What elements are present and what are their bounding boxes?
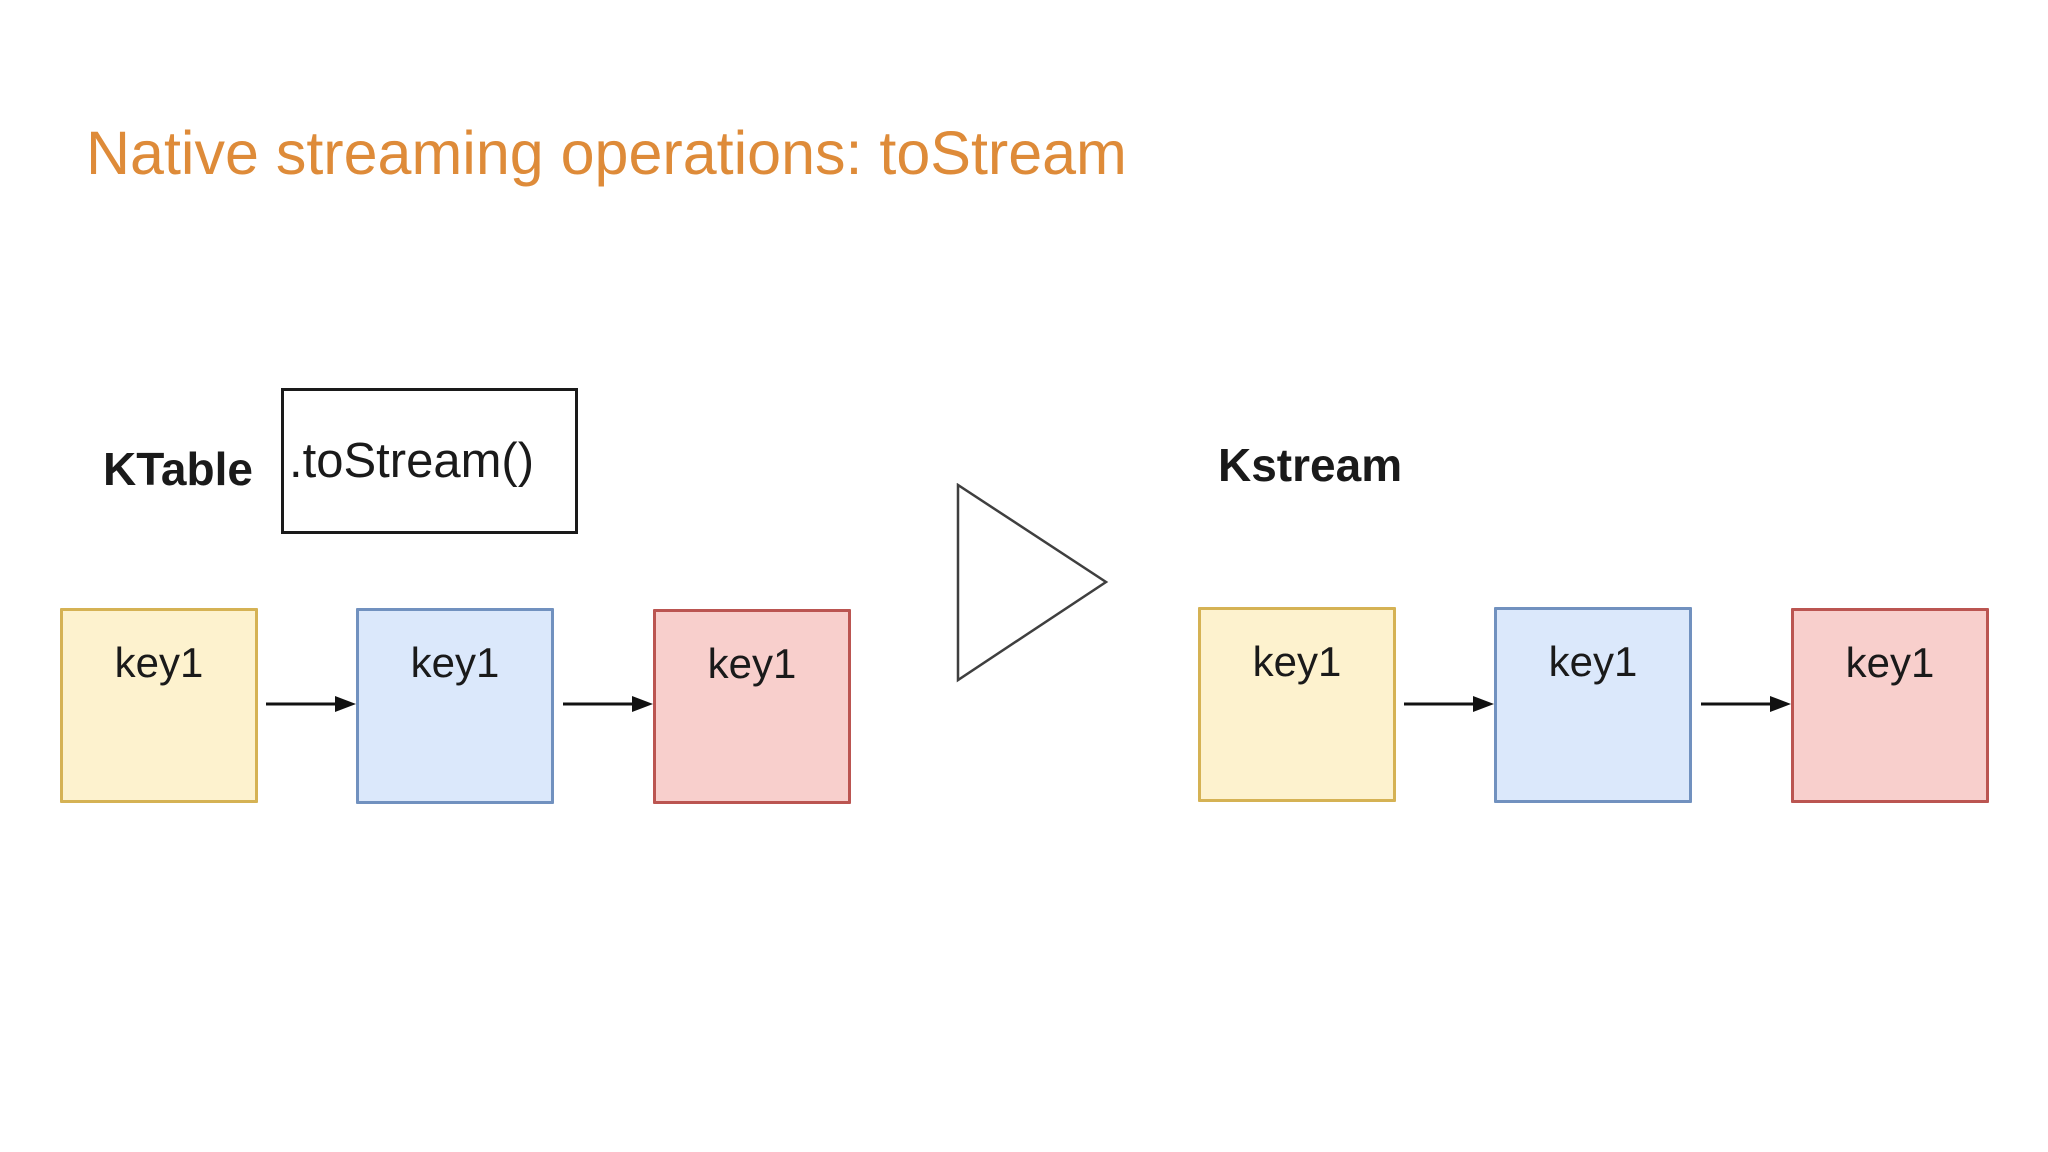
page-title: Native streaming operations: toStream <box>86 119 1127 187</box>
arrow-right-icon <box>1701 696 1791 712</box>
record-key-label: key1 <box>1845 639 1935 686</box>
tostream-operation-text: .toStream() <box>289 434 535 488</box>
record-key-label: key1 <box>707 640 797 687</box>
ktable-label: KTable <box>103 443 253 495</box>
record-key-label: key1 <box>410 639 500 686</box>
arrow-right-icon <box>563 696 653 712</box>
ktable-record-2: key1 <box>356 608 554 804</box>
record-key-label: key1 <box>114 639 204 686</box>
play-triangle-icon <box>956 483 1109 683</box>
kstream-label: Kstream <box>1218 439 1403 491</box>
arrow-right-icon <box>266 696 356 712</box>
kstream-record-3: key1 <box>1791 608 1989 803</box>
kstream-record-1: key1 <box>1198 607 1396 802</box>
record-key-label: key1 <box>1548 638 1638 685</box>
ktable-record-3: key1 <box>653 609 851 804</box>
tostream-operation-box: .toStream() <box>281 388 578 534</box>
record-key-label: key1 <box>1252 638 1342 685</box>
arrow-right-icon <box>1404 696 1494 712</box>
kstream-record-2: key1 <box>1494 607 1692 803</box>
ktable-record-1: key1 <box>60 608 258 803</box>
